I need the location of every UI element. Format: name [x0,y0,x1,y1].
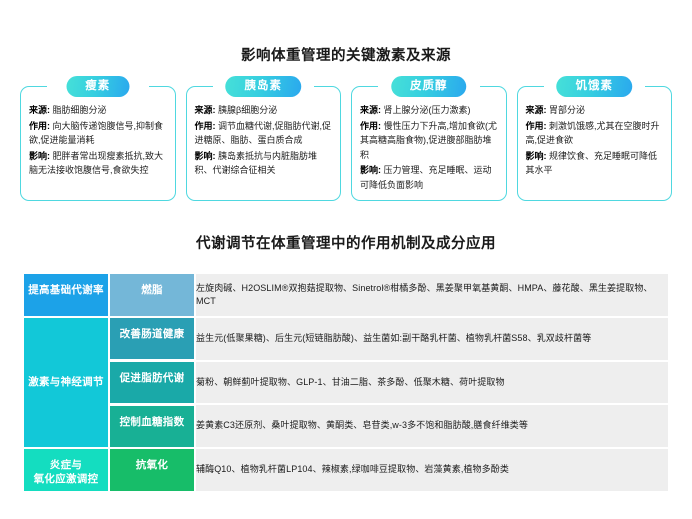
category-label: 激素与神经调节 [24,318,108,447]
table-row: 促进脂肪代谢 菊粉、朝鲜蓟叶提取物、GLP-1、甘油二脂、茶多酚、低聚木糖、荷叶… [24,361,668,404]
hormone-effect-row: 作用: 刺激饥饿感,尤其在空腹时升高,促进食欲 [526,119,664,148]
effect-label: 作用: [29,120,50,131]
hormone-source-row: 来源: 胰腺β细胞分泌 [195,103,333,118]
ingredients-cell: 益生元(低聚果糖)、后生元(短链脂肪酸)、益生菌如:副干酪乳杆菌、植物乳杆菌S5… [196,318,668,360]
hormone-card: 皮质醇 来源: 肾上腺分泌(压力激素) 作用: 慢性压力下升高,增加食欲(尤其高… [351,76,507,202]
hormone-card: 瘦素 来源: 脂肪细胞分泌 作用: 向大脑传递饱腹信号,抑制食欲,促进能量消耗 … [20,76,176,202]
impact-value: 胰岛素抵抗与内脏脂肪堆积、代谢综合征相关 [194,150,318,176]
effect-value: 调节血糖代谢,促脂肪代谢,促进糖原、脂肪、蛋白质合成 [194,120,332,146]
source-label: 来源: [29,105,50,115]
category-cell: 提高基础代谢率 [24,274,108,316]
hormone-impact-row: 影响: 规律饮食、充足睡眠可降低其水平 [526,149,664,178]
function-label: 控制血糖指数 [110,405,194,447]
impact-value: 压力管理、充足睡眠、运动可降低负面影响 [360,165,492,190]
ingredients-cell: 左旋肉碱、H2OSLIM®双抱菇提取物、Sinetrol®柑橘多酚、黑姜聚甲氧基… [196,274,668,316]
source-value: 脂肪细胞分泌 [52,105,107,115]
effect-value: 向大脑传递饱腹信号,抑制食欲,促进能量消耗 [29,120,164,146]
hormone-source-row: 来源: 肾上腺分泌(压力激素) [360,103,498,118]
function-cell: 控制血糖指数 [110,405,194,447]
hormone-card-title: 皮质醇 [391,76,467,97]
hormone-card: 饥饿素 来源: 胃部分泌 作用: 刺激饥饿感,尤其在空腹时升高,促进食欲 影响:… [516,76,672,202]
hormone-card-title: 饥饿素 [556,76,632,97]
mechanism-section-title: 代谢调节在体重管理中的作用机制及成分应用 [196,236,496,252]
function-cell: 燃脂 [110,274,194,316]
function-label: 燃脂 [110,274,194,316]
table-row: 控制血糖指数 姜黄素C3还原剂、桑叶提取物、黄酮类、皂苷类,w-3多不饱和脂肪酸… [24,405,668,447]
effect-label: 作用: [525,120,547,131]
function-cell: 抗氧化 [110,449,194,491]
category-label: 炎症与 氧化应激调控 [24,449,108,491]
hormone-impact-row: 影响: 胰岛素抵抗与内脏脂肪堆积、代谢综合征相关 [195,149,333,178]
effect-label: 作用: [194,120,216,131]
effect-label: 作用: [360,120,381,131]
impact-value: 肥胖者常出现瘦素抵抗,致大脑无法接收饱腹信号,食欲失控 [29,150,164,176]
table-row: 炎症与 氧化应激调控 抗氧化 辅酶Q10、植物乳杆菌LP104、辣椒素,绿咖啡豆… [24,449,668,491]
hormone-effect-row: 作用: 慢性压力下升高,增加食欲(尤其高糖高脂食物),促进腹部脂肪堆积 [360,119,498,163]
source-label: 来源: [194,105,216,115]
hormone-card-list: 瘦素 来源: 脂肪细胞分泌 作用: 向大脑传递饱腹信号,抑制食欲,促进能量消耗 … [20,76,672,202]
category-cell: 炎症与 氧化应激调控 [24,449,108,491]
hormone-impact-row: 影响: 肥胖者常出现瘦素抵抗,致大脑无法接收饱腹信号,食欲失控 [29,149,167,178]
table-row: 激素与神经调节 改善肠道健康 益生元(低聚果糖)、后生元(短链脂肪酸)、益生菌如… [24,318,668,447]
impact-value: 规律饮食、充足睡眠可降低其水平 [525,150,658,176]
impact-label: 影响: [194,150,216,161]
category-label: 提高基础代谢率 [24,274,108,316]
mechanism-table: 提高基础代谢率 燃脂 左旋肉碱、H2OSLIM®双抱菇提取物、Sinetrol®… [22,272,670,493]
hormones-section-title: 影响体重管理的关键激素及来源 [241,48,451,64]
effect-value: 慢性压力下升高,增加食欲(尤其高糖高脂食物),促进腹部脂肪堆积 [360,120,498,160]
hormone-source-row: 来源: 胃部分泌 [526,103,664,118]
impact-label: 影响: [525,150,547,161]
impact-label: 影响: [360,165,381,176]
ingredients-cell: 辅酶Q10、植物乳杆菌LP104、辣椒素,绿咖啡豆提取物、岩藻黄素,植物多酚类 [196,449,668,491]
function-cell: 促进脂肪代谢 [110,361,194,404]
source-value: 肾上腺分泌(压力激素) [383,105,471,115]
impact-label: 影响: [29,150,50,161]
hormone-card-title: 瘦素 [66,76,130,97]
effect-value: 刺激饥饿感,尤其在空腹时升高,促进食欲 [525,120,660,146]
ingredients-cell: 菊粉、朝鲜蓟叶提取物、GLP-1、甘油二脂、茶多酚、低聚木糖、荷叶提取物 [196,361,668,404]
source-value: 胰腺β细胞分泌 [218,105,278,115]
source-label: 来源: [360,105,381,115]
hormone-impact-row: 影响: 压力管理、充足睡眠、运动可降低负面影响 [360,163,498,192]
category-cell: 激素与神经调节 [24,318,108,447]
hormone-card-body: 来源: 胃部分泌 作用: 刺激饥饿感,尤其在空腹时升高,促进食欲 影响: 规律饮… [526,103,664,178]
source-label: 来源: [525,105,547,115]
function-label: 促进脂肪代谢 [110,361,194,403]
hormone-card-body: 来源: 脂肪细胞分泌 作用: 向大脑传递饱腹信号,抑制食欲,促进能量消耗 影响:… [29,103,167,178]
ingredients-cell: 姜黄素C3还原剂、桑叶提取物、黄酮类、皂苷类,w-3多不饱和脂肪酸,膳食纤维类等 [196,405,668,447]
hormone-source-row: 来源: 脂肪细胞分泌 [29,103,167,118]
hormone-card: 胰岛素 来源: 胰腺β细胞分泌 作用: 调节血糖代谢,促脂肪代谢,促进糖原、脂肪… [185,76,341,202]
function-cell: 改善肠道健康 [110,318,194,360]
hormone-card-body: 来源: 肾上腺分泌(压力激素) 作用: 慢性压力下升高,增加食欲(尤其高糖高脂食… [360,103,498,192]
hormone-card-title: 胰岛素 [225,76,301,97]
hormone-effect-row: 作用: 向大脑传递饱腹信号,抑制食欲,促进能量消耗 [29,119,167,148]
hormone-effect-row: 作用: 调节血糖代谢,促脂肪代谢,促进糖原、脂肪、蛋白质合成 [195,119,333,148]
table-row: 提高基础代谢率 燃脂 左旋肉碱、H2OSLIM®双抱菇提取物、Sinetrol®… [24,274,668,316]
function-label: 抗氧化 [110,449,194,491]
source-value: 胃部分泌 [549,105,586,115]
hormone-card-body: 来源: 胰腺β细胞分泌 作用: 调节血糖代谢,促脂肪代谢,促进糖原、脂肪、蛋白质… [195,103,333,178]
function-label: 改善肠道健康 [110,318,194,360]
